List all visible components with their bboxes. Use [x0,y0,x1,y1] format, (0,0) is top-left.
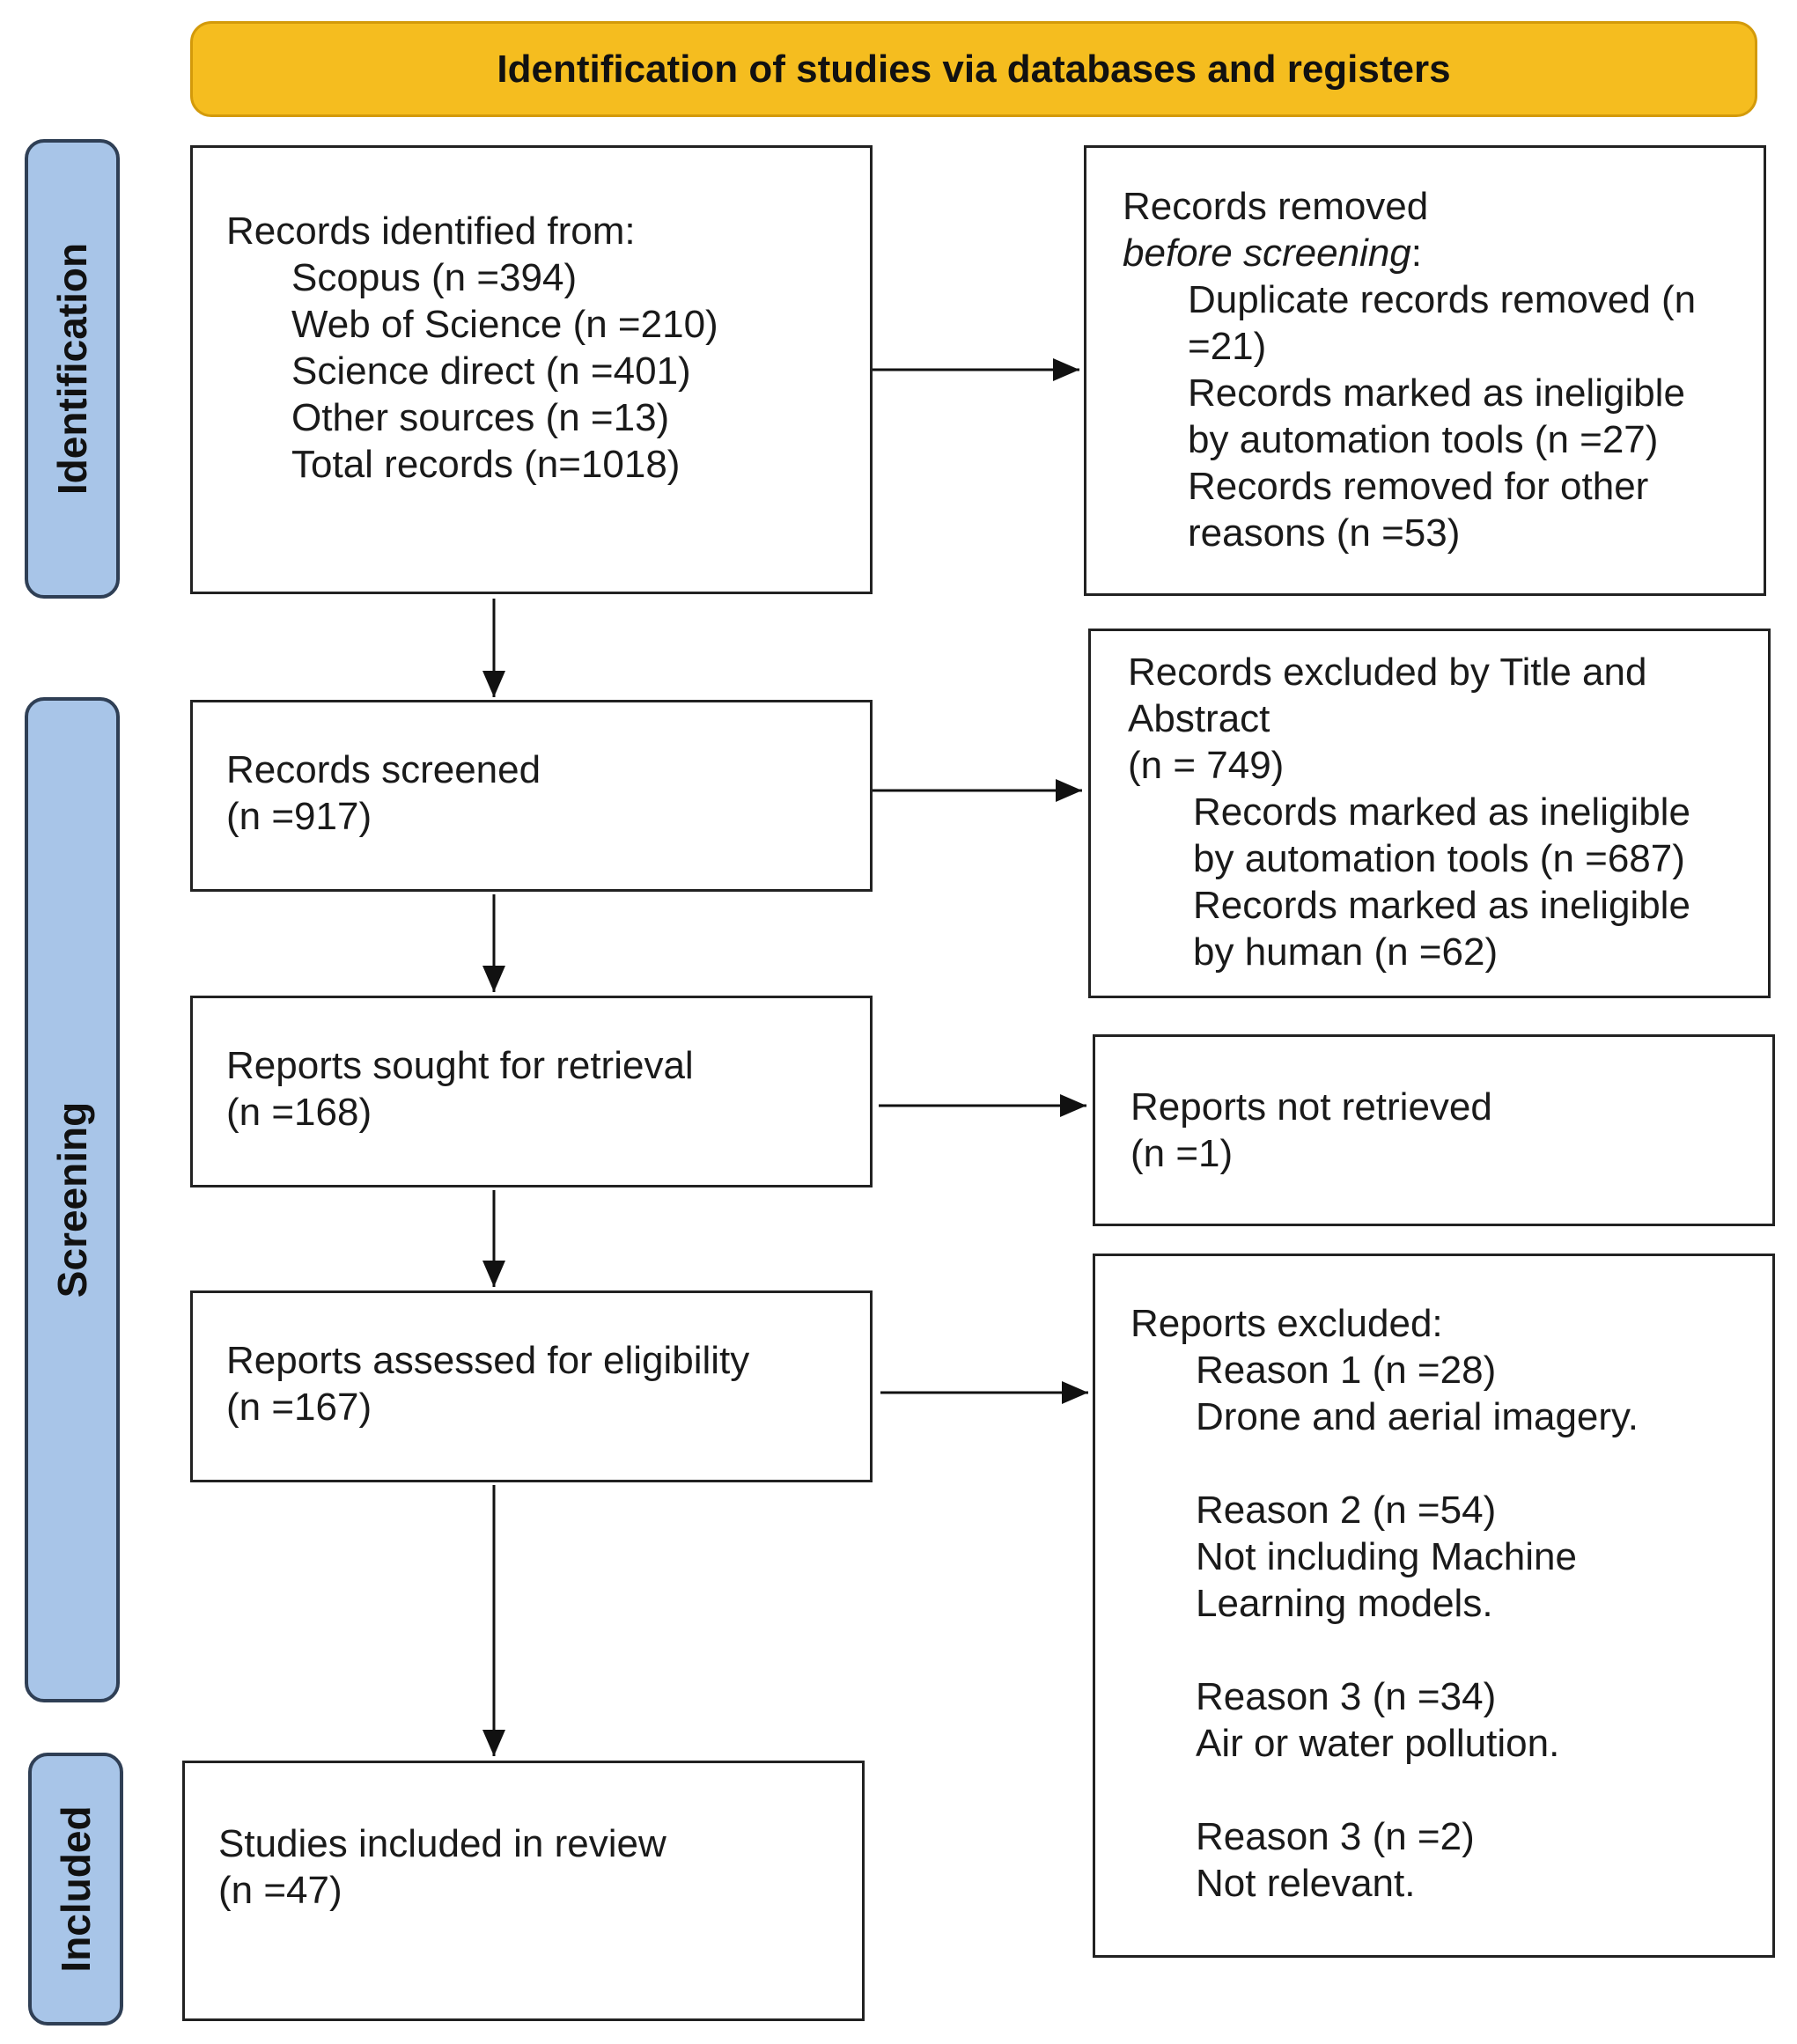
studies-included-label: Studies included in review [218,1822,667,1865]
reports-excluded-box: Reports excluded: Reason 1 (n =28) Drone… [1093,1254,1775,1958]
records-total: Total records (n=1018) [291,443,681,486]
reports-excluded-heading: Reports excluded: [1130,1302,1443,1345]
records-removed-heading: Records removed [1123,185,1429,228]
reason2-count: Reason 2 (n =54) [1196,1489,1497,1532]
records-removed-box: Records removed before screening: Duplic… [1084,145,1766,596]
reports-assessed-box: Reports assessed for eligibility (n =167… [190,1290,873,1482]
reason3-text: Air or water pollution. [1196,1722,1560,1765]
reports-assessed-label: Reports assessed for eligibility [226,1339,750,1382]
records-excluded-box: Records excluded by Title and Abstract (… [1088,629,1771,998]
excluded-automation-line1: Records marked as ineligible [1193,790,1690,834]
studies-included-box: Studies included in review (n =47) [182,1761,865,2021]
arrowhead-screened-to-excluded [1056,779,1082,802]
automation-removed-line2: by automation tools (n =27) [1188,418,1659,461]
reason4-text: Not relevant. [1196,1862,1416,1905]
reports-sought-box: Reports sought for retrieval (n =168) [190,996,873,1187]
arrowhead-identified-to-screened [482,671,505,697]
records-screened-count: (n =917) [226,795,372,838]
records-removed-heading-em: before screening [1123,232,1411,275]
source-web-of-science: Web of Science (n =210) [291,303,718,346]
source-scopus: Scopus (n =394) [291,256,578,299]
phase-included: Included [28,1753,123,2026]
reports-not-retrieved-label: Reports not retrieved [1130,1085,1492,1129]
reports-not-retrieved-box: Reports not retrieved (n =1) [1093,1034,1775,1226]
header-title: Identification of studies via databases … [497,47,1451,91]
reason4-count: Reason 3 (n =2) [1196,1815,1475,1858]
arrowhead-sought-to-not-retrieved [1060,1094,1086,1117]
duplicate-records-line1: Duplicate records removed (n [1188,278,1697,321]
records-screened-box: Records screened (n =917) [190,700,873,892]
excluded-human-line2: by human (n =62) [1193,930,1499,974]
reports-not-retrieved-count: (n =1) [1130,1132,1234,1175]
reports-sought-count: (n =168) [226,1091,372,1134]
records-identified-box: Records identified from: Scopus (n =394)… [190,145,873,594]
reports-sought-label: Reports sought for retrieval [226,1044,694,1087]
arrowhead-screened-to-sought [482,966,505,992]
reports-assessed-count: (n =167) [226,1386,372,1429]
records-screened-label: Records screened [226,748,541,791]
records-identified-heading: Records identified from: [226,210,636,253]
phase-screening: Screening [25,697,120,1702]
arrowhead-sought-to-assessed [482,1261,505,1287]
records-excluded-count: (n = 749) [1128,744,1285,787]
arrowhead-identified-to-removed [1053,358,1079,381]
reason2-text-line1: Not including Machine [1196,1535,1577,1578]
source-science-direct: Science direct (n =401) [291,349,691,393]
other-removed-line2: reasons (n =53) [1188,511,1461,555]
phase-identification: Identification [25,139,120,599]
reason2-text-line2: Learning models. [1196,1582,1493,1625]
excluded-human-line1: Records marked as ineligible [1193,884,1690,927]
excluded-automation-line2: by automation tools (n =687) [1193,837,1685,880]
arrowhead-assessed-to-included [482,1730,505,1756]
records-excluded-heading-line2: Abstract [1128,697,1270,740]
duplicate-records-line2: =21) [1188,325,1267,368]
other-removed-line1: Records removed for other [1188,465,1649,508]
arrowhead-assessed-to-excluded [1062,1381,1088,1404]
reason1-count: Reason 1 (n =28) [1196,1349,1497,1392]
studies-included-count: (n =47) [218,1869,342,1912]
automation-removed-line1: Records marked as ineligible [1188,371,1685,415]
header-banner: Identification of studies via databases … [190,21,1757,117]
reason1-text: Drone and aerial imagery. [1196,1395,1639,1438]
source-other: Other sources (n =13) [291,396,670,439]
reason3-count: Reason 3 (n =34) [1196,1675,1497,1718]
records-excluded-heading-line1: Records excluded by Title and [1128,651,1647,694]
